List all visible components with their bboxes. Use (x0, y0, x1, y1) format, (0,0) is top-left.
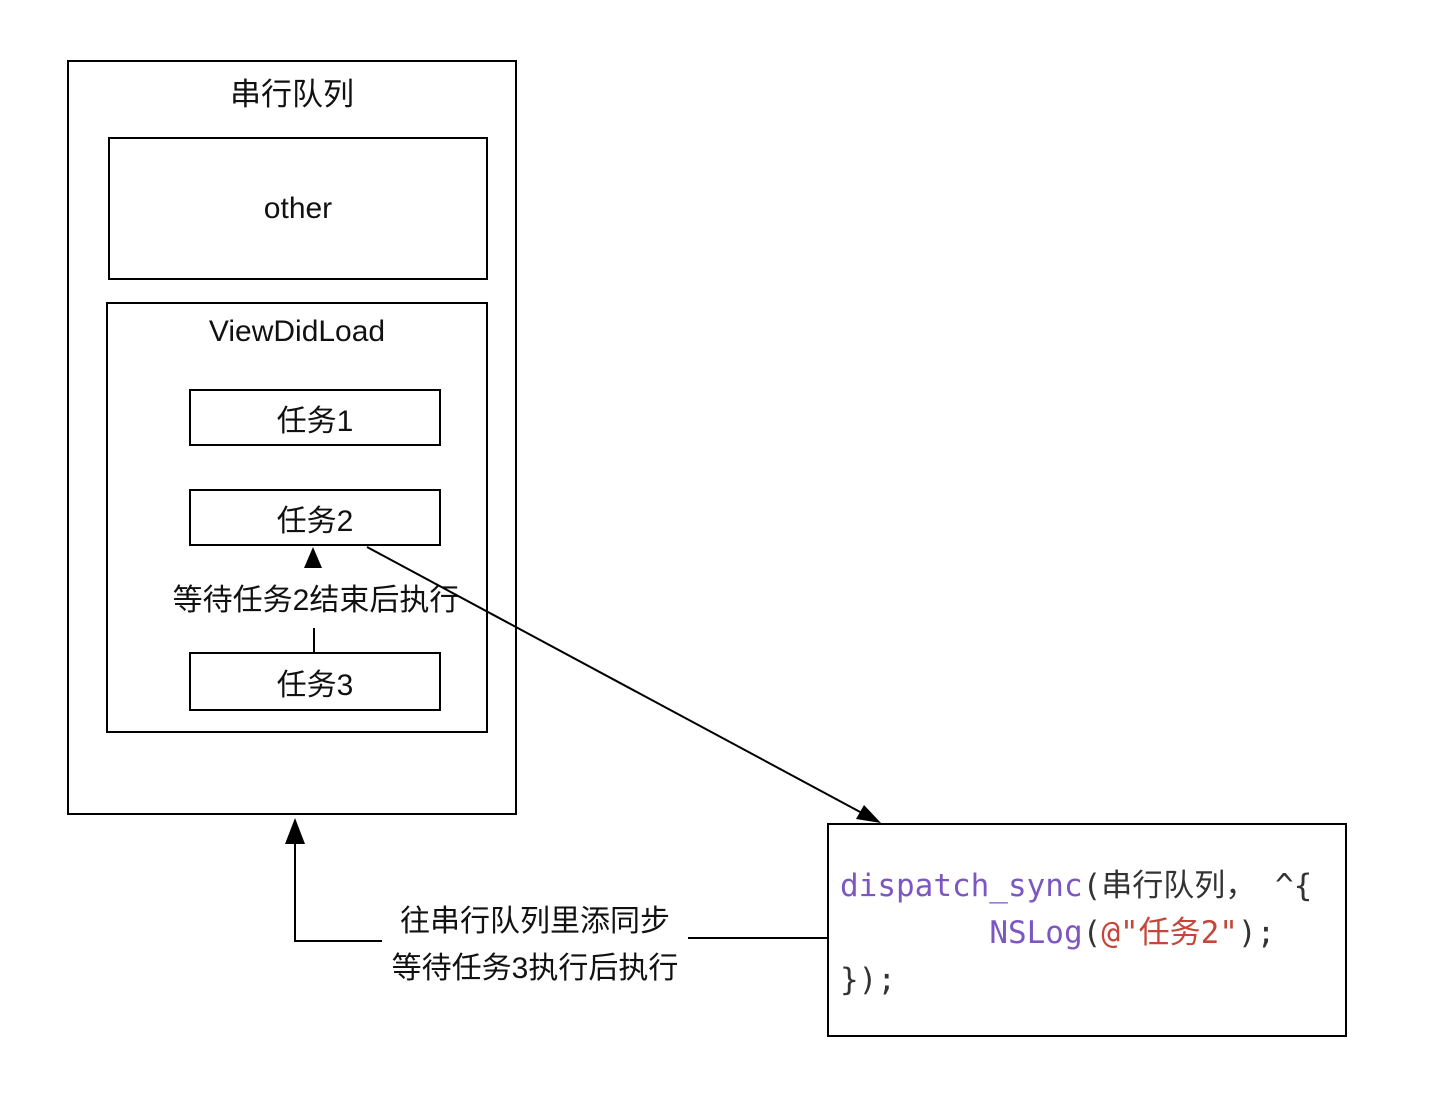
viewdidload-box (106, 302, 488, 733)
task1-label: 任务1 (276, 404, 354, 438)
other-box: other (108, 137, 488, 280)
line-note-to-queue (294, 842, 382, 942)
code-line2-indent (840, 915, 989, 951)
code-string-task2: @"任务2" (1101, 915, 1238, 951)
dispatch-sync-code-box: dispatch_sync(串行队列， ^{ NSLog(@"任务2"); })… (827, 823, 1347, 1037)
other-label: other (263, 191, 333, 225)
viewdidload-title: ViewDidLoad (208, 315, 386, 348)
code-snippet: dispatch_sync(串行队列， ^{ NSLog(@"任务2"); })… (829, 825, 1345, 1004)
code-fn-dispatch-sync: dispatch_sync (840, 868, 1083, 904)
sync-note: 往串行队列里添同步 等待任务3执行后执行 (380, 898, 690, 992)
code-fn-nslog: NSLog (989, 915, 1083, 951)
task2-box: 任务2 (189, 489, 441, 546)
arrowhead-into-code-box (856, 805, 881, 823)
code-line2-close: ); (1237, 915, 1276, 951)
sync-note-line1: 往串行队列里添同步 (400, 905, 670, 938)
task3-label: 任务3 (276, 668, 354, 702)
task1-box: 任务1 (189, 389, 441, 446)
code-line1-rest: (串行队列， ^{ (1082, 868, 1313, 904)
code-line2-open: ( (1082, 915, 1102, 951)
task3-box: 任务3 (189, 652, 441, 711)
sync-note-line2: 等待任务3执行后执行 (391, 952, 679, 985)
serial-queue-box (67, 60, 517, 815)
arrowhead-up-to-queue (285, 818, 305, 844)
task2-label: 任务2 (276, 504, 354, 538)
code-line3: }); (840, 962, 896, 998)
serial-queue-title: 串行队列 (230, 77, 354, 112)
wait-task2-note: 等待任务2结束后执行 (172, 584, 460, 617)
